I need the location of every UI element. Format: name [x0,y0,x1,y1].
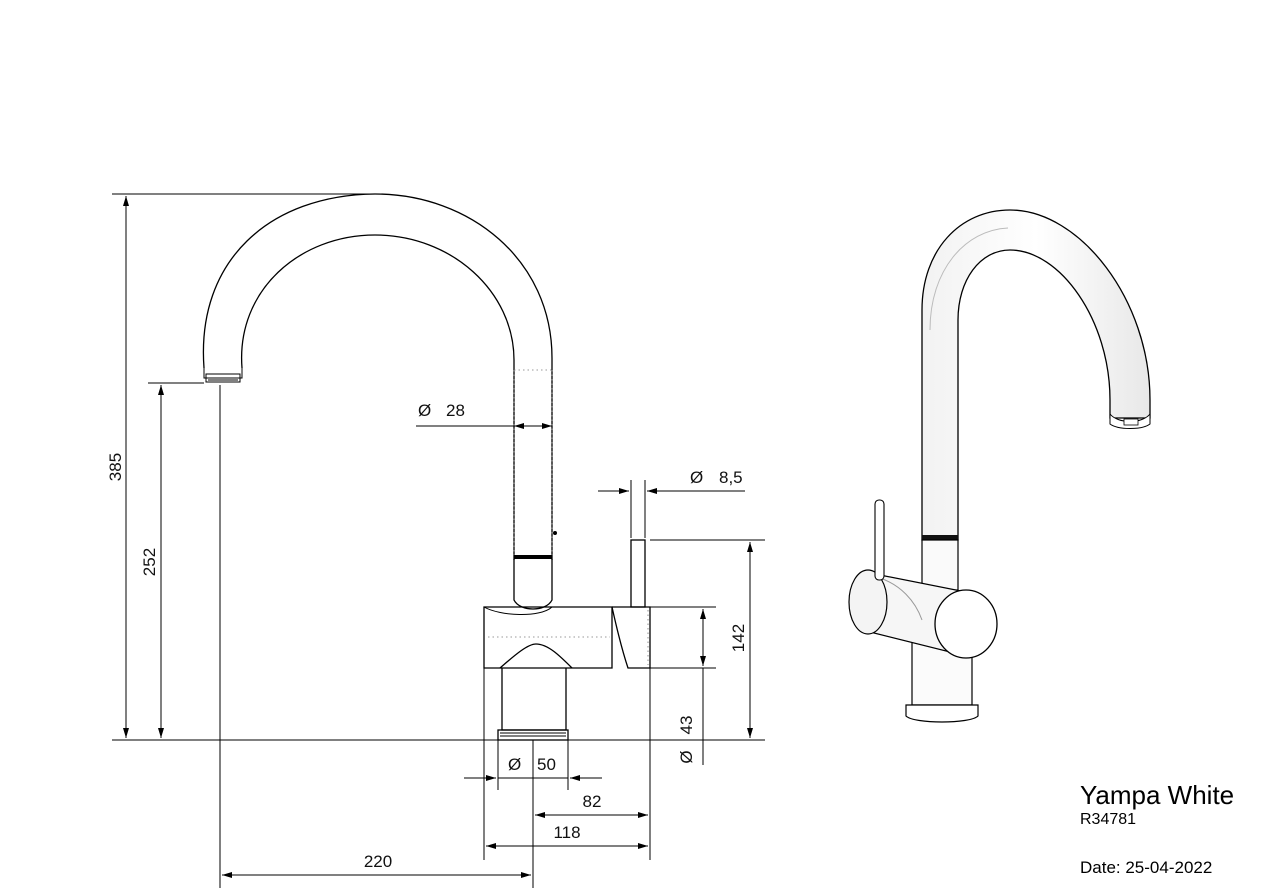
faucet-3d-view [848,209,1151,723]
dim-spout-height: 252 [140,548,159,576]
dim-spout-reach: 220 [364,852,392,871]
dim-body-depth: 118 [553,823,580,842]
dim-spout-diameter: 28 [446,401,465,420]
dim-handle-height: 142 [729,624,748,652]
dim-handle-offset: 82 [583,792,602,811]
dim-handle-diameter-symbol: Ø [690,468,703,487]
title-block: Yampa White R34781 Date: 25-04-2022 [1080,780,1235,877]
dimension-lines [112,193,765,888]
drawing-date: Date: 25-04-2022 [1080,858,1213,877]
dim-spout-diameter-symbol: Ø [418,401,431,420]
dim-body-diameter-symbol: Ø [677,750,696,763]
dimension-labels: 385 252 Ø 28 Ø 8,5 142 43 Ø Ø 50 82 118 … [106,401,748,871]
product-name: Yampa White [1080,780,1235,810]
dim-base-diameter: 50 [537,755,556,774]
product-code: R34781 [1080,811,1137,828]
faucet-side-view [202,193,651,741]
dim-body-diameter: 43 [677,716,696,735]
dim-handle-diameter: 8,5 [719,468,743,487]
dim-base-diameter-symbol: Ø [508,755,521,774]
dim-total-height: 385 [106,453,125,481]
